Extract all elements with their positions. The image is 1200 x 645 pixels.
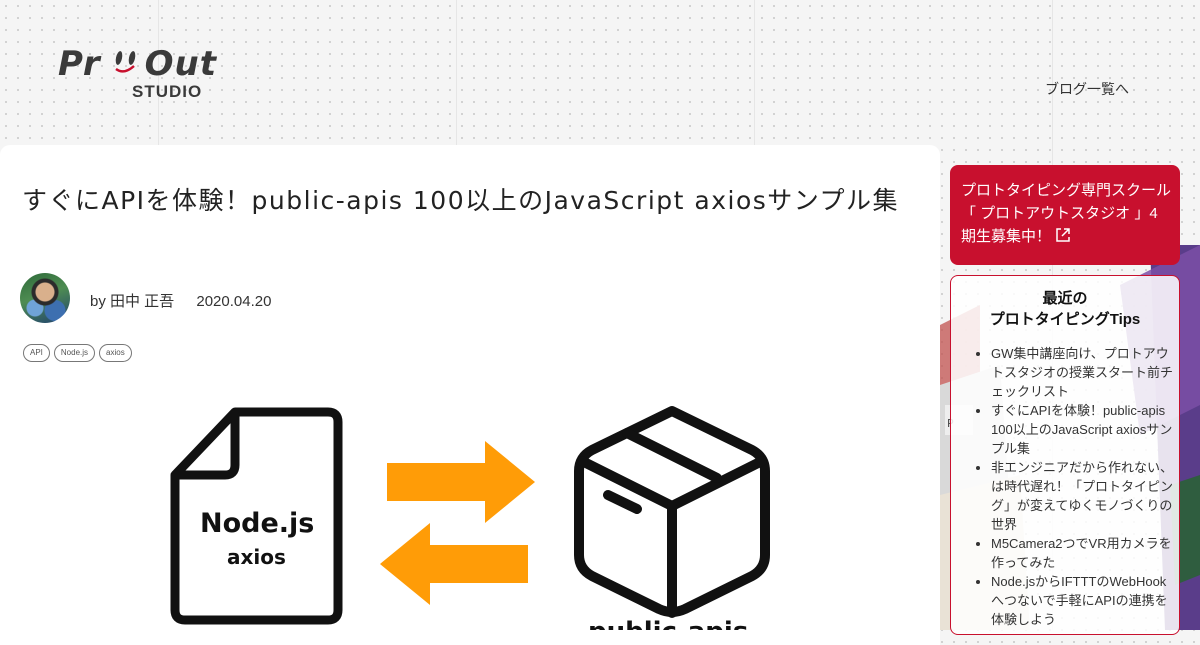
recent-post-link[interactable]: すぐにAPIを体験！public-apis 100以上のJavaScript a… xyxy=(991,401,1175,458)
box-icon xyxy=(574,406,770,618)
tag-nodejs[interactable]: Node.js xyxy=(53,344,96,362)
recent-posts-heading: 最近の プロトタイピングTips xyxy=(989,290,1141,328)
logo-subtitle: STUDIO xyxy=(132,82,203,101)
recent-posts-list: GW集中講座向け、プロトアウトスタジオの授業スタート前チェックリスト すぐにAP… xyxy=(951,344,1179,629)
logo-mark-icon xyxy=(115,51,136,73)
author-name[interactable]: 田中 正吾 xyxy=(110,293,175,310)
school-promo-banner[interactable]: プロトタイピング専門スクール「 プロトアウトスタジオ 」4期生募集中！ xyxy=(950,165,1180,265)
exchange-arrows-icon xyxy=(380,441,535,605)
tag-api[interactable]: API xyxy=(23,344,50,362)
hero-label-public-apis: public-apis xyxy=(588,617,748,630)
recent-post-link[interactable]: 非エンジニアだから作れない、は時代遅れ！「プロトタイピング」が変えてゆくモノづく… xyxy=(991,458,1175,534)
author-prefix: by xyxy=(90,293,106,310)
hero-label-nodejs: Node.js xyxy=(200,508,315,539)
external-link-icon xyxy=(1056,228,1070,242)
hero-image: Node.js axios public-apis xyxy=(150,395,790,630)
recent-post-link[interactable]: Node.jsからIFTTTのWebHookへつないで手軽にAPIの連携を体験し… xyxy=(991,572,1175,629)
article-date: 2020.04.20 xyxy=(196,293,272,310)
blog-list-link[interactable]: ブログ一覧へ xyxy=(1045,81,1129,97)
tag-axios[interactable]: axios xyxy=(99,344,132,362)
tag-list: API Node.js axios xyxy=(23,344,132,362)
author-avatar xyxy=(20,273,70,323)
article-byline: by 田中 正吾 2020.04.20 xyxy=(90,290,271,311)
recent-posts-panel: 最近の プロトタイピングTips GW集中講座向け、プロトアウトスタジオの授業ス… xyxy=(950,275,1180,635)
recent-post-link[interactable]: GW集中講座向け、プロトアウトスタジオの授業スタート前チェックリスト xyxy=(991,344,1175,401)
document-icon xyxy=(170,407,343,625)
recent-post-link[interactable]: M5Camera2つでVR用カメラを作ってみた xyxy=(991,534,1175,572)
hero-label-axios: axios xyxy=(227,545,286,569)
promo-text: プロトタイピング専門スクール「 プロトアウトスタジオ 」4期生募集中！ xyxy=(961,182,1172,245)
article-title: すぐにAPIを体験！public-apis 100以上のJavaScript a… xyxy=(22,186,900,215)
